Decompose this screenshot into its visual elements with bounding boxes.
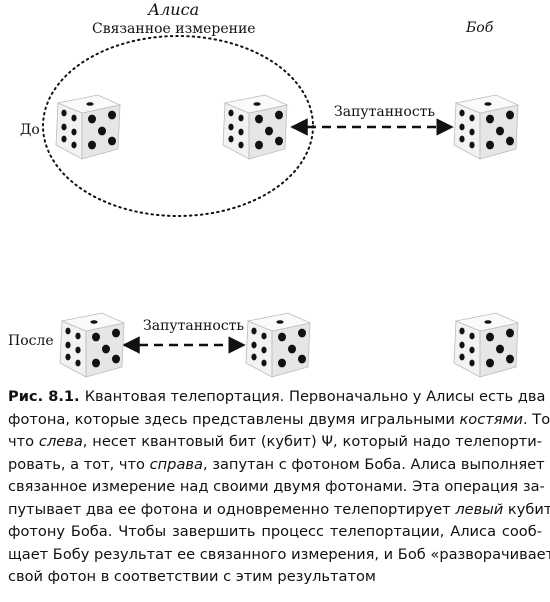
caption-text: ровать, а тот, что: [8, 455, 150, 473]
caption-text: путывает два ее фотона и одновременно те…: [8, 500, 456, 518]
caption-emphasis: левый: [455, 500, 504, 518]
caption-line: связанное измерение над своими двумя фот…: [8, 476, 545, 499]
caption-text: свой фотон в соответствии с этим результ…: [8, 568, 376, 585]
figure-number: Рис. 8.1.: [8, 388, 85, 405]
figure-caption: Рис. 8.1. Квантовая телепортация. Первон…: [8, 386, 550, 589]
die-alice-right-before: [222, 94, 289, 160]
alice-label: Алиса: [148, 0, 200, 19]
caption-emphasis: слева: [38, 433, 83, 450]
caption-text: кубит: [503, 500, 550, 518]
caption-text: Квантовая телепортация. Первоначально у …: [84, 388, 546, 405]
entanglement-label-bottom: Запутанность: [143, 318, 245, 334]
after-label: После: [8, 333, 54, 349]
caption-emphasis: костями: [459, 410, 524, 428]
caption-text: что: [8, 433, 39, 450]
caption-text: щает Бобу результат ее связанного измере…: [8, 545, 550, 563]
die-bob-before: [453, 94, 520, 160]
caption-text: , несет квантовый бит (кубит) Ψ, который…: [82, 433, 542, 450]
caption-line: свой фотон в соответствии с этим результ…: [8, 566, 542, 589]
caption-emphasis: справа: [149, 455, 203, 473]
teleportation-diagram: [42, 35, 520, 378]
die-alice-left-before: [55, 94, 122, 160]
bob-label: Боб: [466, 20, 494, 36]
caption-text: , запутан с фотоном Боба. Алиса выполняе…: [202, 455, 545, 473]
before-label: До: [20, 122, 40, 138]
caption-line: щает Бобу результат ее связанного измере…: [8, 544, 550, 567]
die-alice-left-after: [59, 312, 126, 378]
caption-text: фотону Боба. Чтобы завершить процесс тел…: [8, 523, 542, 540]
die-alice-right-after: [245, 312, 312, 378]
caption-line: фотона, которые здесь представлены двумя…: [8, 409, 550, 432]
caption-line: путывает два ее фотона и одновременно те…: [8, 499, 550, 522]
caption-text: . Тот,: [523, 410, 550, 428]
caption-line: Рис. 8.1. Квантовая телепортация. Первон…: [8, 386, 545, 409]
entanglement-label-top: Запутанность: [334, 104, 436, 120]
caption-line: что слева, несет квантовый бит (кубит) Ψ…: [8, 431, 542, 454]
caption-line: ровать, а тот, что справа, запутан с фот…: [8, 454, 545, 477]
caption-text: связанное измерение над своими двумя фот…: [8, 478, 545, 495]
caption-line: фотону Боба. Чтобы завершить процесс тел…: [8, 521, 542, 544]
caption-text: фотона, которые здесь представлены двумя…: [8, 410, 460, 428]
die-bob-after: [453, 312, 520, 378]
bell-measurement-label: Связанное измерение: [92, 21, 256, 37]
